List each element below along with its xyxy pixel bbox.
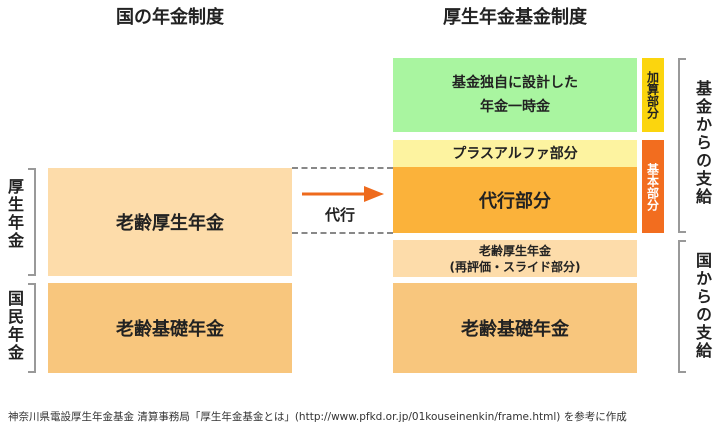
kosei-kikin-system-heading: 厚生年金基金制度 (443, 7, 587, 28)
right-rorei-kosei-saihyoka-block: 老齢厚生年金 (再評価・スライド部分) (393, 240, 637, 277)
daiko-arrow-icon (302, 186, 384, 202)
fund-payment-bracket (678, 58, 686, 233)
left-rorei-kosei-nenkin-block: 老齢厚生年金 (48, 168, 292, 276)
right-rorei-kiso-nenkin-block: 老齢基礎年金 (393, 283, 637, 373)
kihon-bubun-tag: 基本部分 (642, 140, 664, 233)
state-payment-bracket (678, 240, 686, 373)
kasan-bubun-tag: 加算部分 (642, 58, 664, 132)
daiko-block: 代行部分 (393, 167, 637, 233)
left-rorei-kiso-nenkin-block: 老齢基礎年金 (48, 283, 292, 373)
national-system-heading: 国の年金制度 (116, 7, 224, 28)
connector-dashed-top (292, 167, 393, 169)
source-footnote: 神奈川県電設厚生年金基金 清算事務局「厚生年金基金とは」(http://www.… (8, 411, 627, 423)
fund-payment-label: 基金からの支給 (693, 80, 712, 206)
state-payment-label: 国からの支給 (693, 252, 712, 360)
daiko-arrow-label: 代行 (324, 205, 355, 224)
kasan-bubun-label: 加算部分 (645, 71, 660, 119)
kokumin-nenkin-label: 国民年金 (5, 290, 24, 362)
kosei-nenkin-label: 厚生年金 (5, 178, 24, 250)
right-rorei-kosei-line1: 老齢厚生年金 (478, 243, 551, 258)
connector-dashed-bottom (292, 232, 393, 234)
kokumin-nenkin-bracket (28, 283, 36, 373)
right-rorei-kosei-line2: (再評価・スライド部分) (449, 259, 581, 274)
kosei-nenkin-bracket (28, 168, 36, 276)
fund-lump-sum-block: 基金独自に設計した 年金一時金 (393, 58, 637, 132)
plus-alpha-block: プラスアルファ部分 (393, 140, 637, 167)
fund-lump-sum-line2: 年金一時金 (480, 99, 550, 115)
kihon-bubun-label: 基本部分 (645, 162, 660, 211)
fund-lump-sum-line1: 基金独自に設計した (452, 75, 578, 91)
